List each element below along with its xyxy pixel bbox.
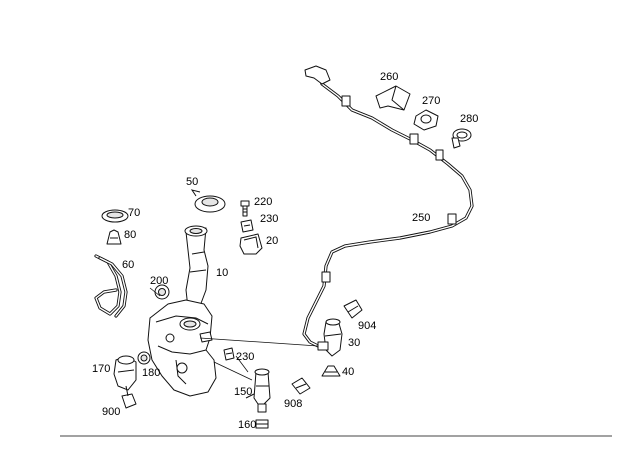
connector-900	[121, 385, 137, 409]
label-180: 180	[142, 367, 160, 379]
label-904: 904	[358, 320, 376, 332]
label-160: 160	[238, 419, 256, 431]
hose-clip-icon	[435, 149, 444, 161]
seal-180	[137, 351, 151, 365]
label-170: 170	[92, 363, 110, 375]
label-20: 20	[266, 235, 278, 247]
label-270: 270	[422, 95, 440, 107]
label-80: 80	[124, 229, 136, 241]
clip-230-lower	[223, 347, 235, 361]
label-250: 250	[412, 212, 430, 224]
label-220: 220	[254, 196, 272, 208]
seal-160	[255, 419, 269, 429]
hose-clip-icon	[447, 213, 457, 225]
grommet-80	[106, 229, 122, 245]
fill-tube-60	[94, 254, 128, 318]
label-200: 200	[150, 275, 168, 287]
label-230-lower: 230	[236, 351, 254, 363]
reservoir-10	[147, 225, 217, 397]
hose-line-250	[302, 65, 474, 348]
label-150: 150	[234, 386, 252, 398]
label-70: 70	[128, 207, 140, 219]
clip-270	[413, 109, 439, 131]
pump-30	[317, 318, 343, 357]
label-230-upper: 230	[260, 213, 278, 225]
clamp-280	[451, 128, 472, 149]
leader-lines	[149, 287, 319, 381]
label-908: 908	[284, 398, 302, 410]
pump-150	[245, 368, 271, 413]
label-900: 900	[102, 406, 120, 418]
label-40: 40	[342, 366, 354, 378]
clip-230-upper	[240, 219, 254, 233]
connector-904	[343, 299, 363, 319]
hose-clip-icon	[409, 133, 419, 145]
label-50: 50	[186, 176, 198, 188]
bracket-20	[239, 233, 263, 255]
hose-end-connector-icon	[304, 65, 331, 85]
screw-220	[240, 200, 250, 217]
connector-908	[291, 377, 311, 395]
seal-70	[101, 209, 129, 223]
hose-clip-icon	[341, 95, 351, 107]
label-10: 10	[216, 267, 228, 279]
label-280: 280	[460, 113, 478, 125]
label-30: 30	[348, 337, 360, 349]
seal-40	[321, 365, 341, 377]
filler-cap-50	[190, 189, 226, 213]
label-260: 260	[380, 71, 398, 83]
bracket-260	[375, 85, 411, 111]
hose-clip-icon	[321, 271, 331, 283]
label-60: 60	[122, 259, 134, 271]
grommet-200	[154, 284, 170, 300]
pump-170	[113, 355, 137, 391]
